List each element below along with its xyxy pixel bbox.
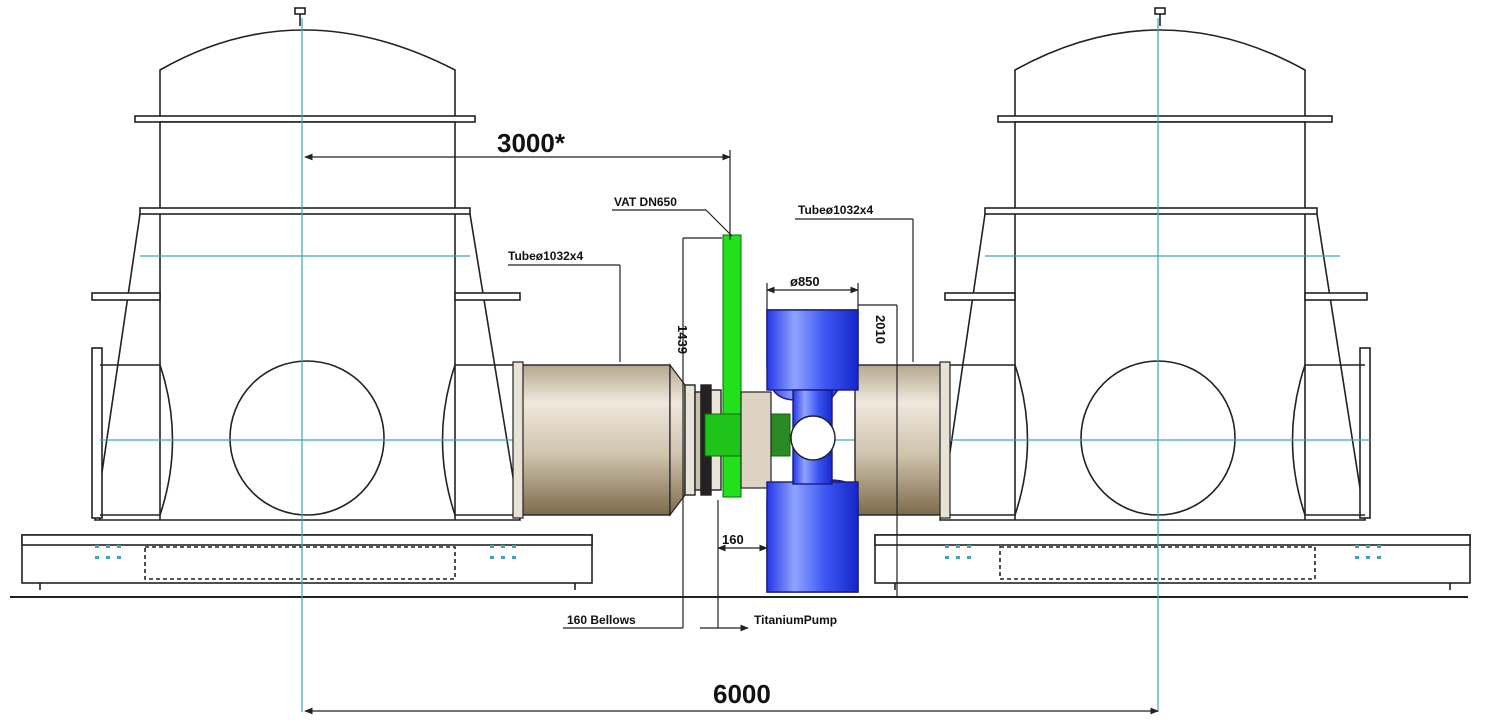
dim-850: ø850 — [790, 274, 820, 289]
label-titanium-pump: TitaniumPump — [754, 613, 837, 627]
dimension-lines — [304, 150, 1159, 715]
label-bellows: 160 Bellows — [567, 613, 636, 627]
label-tube-left: Tubeø1032x4 — [508, 249, 583, 263]
right-base-vents — [945, 545, 1381, 559]
dim-2010: 2010 — [873, 315, 888, 344]
pump-neck — [740, 391, 772, 489]
left-base-vents — [95, 545, 516, 559]
left-tube — [512, 361, 686, 519]
right-tube — [854, 361, 951, 519]
dim-6000: 6000 — [713, 679, 771, 709]
titanium-pump — [766, 309, 859, 593]
right-chamber — [874, 7, 1471, 590]
label-vat-valve: VAT DN650 — [614, 195, 677, 209]
left-centerlines — [140, 18, 470, 712]
dim-160: 160 — [722, 532, 744, 547]
dim-3000: 3000* — [497, 128, 566, 158]
left-chamber — [21, 7, 593, 590]
dim-1439: 1439 — [675, 325, 690, 354]
right-centerlines — [985, 18, 1340, 712]
label-tube-right: Tubeø1032x4 — [798, 203, 873, 217]
